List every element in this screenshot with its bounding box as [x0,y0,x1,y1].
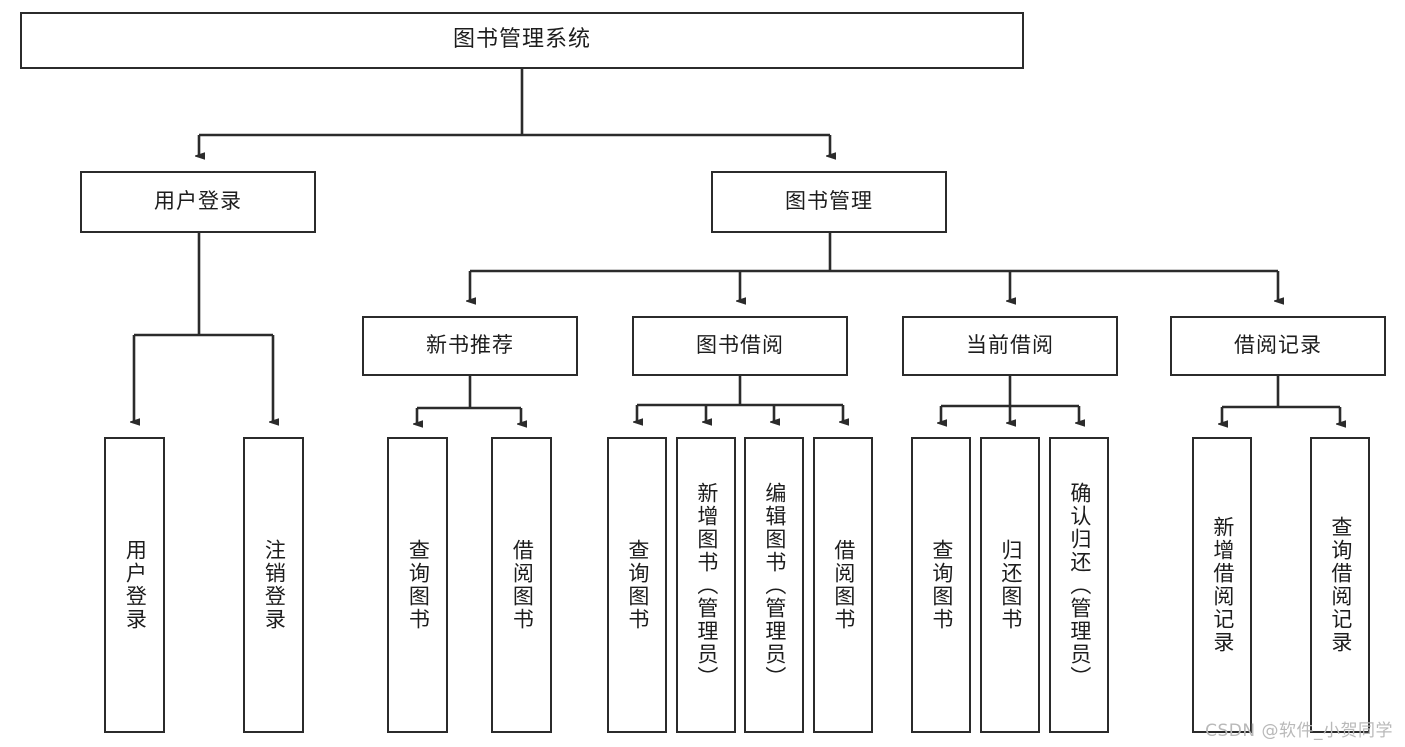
node-label: 查询图书 [625,539,650,631]
leaf-new-book-borrow[interactable]: 借阅图书 [491,437,552,733]
node-label: 当前借阅 [966,333,1054,358]
leaf-inner: 归还图书 [982,439,1038,731]
node-label: 注销登录 [262,539,287,631]
leaf-inner: 编辑图书（管理员） [746,439,802,731]
node-label: 归还图书 [998,539,1023,631]
node-book-management[interactable]: 图书管理 [711,171,947,233]
leaf-borrow-query-book[interactable]: 查询图书 [607,437,667,733]
leaf-user-login-login[interactable]: 用户登录 [104,437,165,733]
leaf-record-add-record[interactable]: 新增借阅记录 [1192,437,1252,733]
leaf-current-query-book[interactable]: 查询图书 [911,437,971,733]
leaf-borrow-borrow-book[interactable]: 借阅图书 [813,437,873,733]
node-label: 查询图书 [929,539,954,631]
leaf-inner: 注销登录 [245,439,302,731]
watermark-text: CSDN @软件_小贺同学 [1205,721,1393,741]
leaf-inner: 查询图书 [913,439,969,731]
node-label: 借阅图书 [831,539,856,631]
leaf-current-confirm-return[interactable]: 确认归还（管理员） [1049,437,1109,733]
node-label: 用户登录 [123,539,148,631]
leaf-inner: 借阅图书 [815,439,871,731]
leaf-new-book-query[interactable]: 查询图书 [387,437,448,733]
node-borrow-record[interactable]: 借阅记录 [1170,316,1386,376]
leaf-record-query-record[interactable]: 查询借阅记录 [1310,437,1370,733]
leaf-inner: 新增借阅记录 [1194,439,1250,731]
leaf-inner: 查询图书 [609,439,665,731]
node-root-system[interactable]: 图书管理系统 [20,12,1024,69]
node-user-login[interactable]: 用户登录 [80,171,316,233]
node-label: 查询借阅记录 [1328,516,1353,654]
node-label: 图书管理系统 [452,27,591,53]
node-label: 借阅图书 [510,539,535,631]
leaf-inner: 确认归还（管理员） [1051,439,1107,731]
leaf-inner: 查询借阅记录 [1312,439,1368,731]
node-label: 新增借阅记录 [1210,516,1235,654]
leaf-borrow-add-book[interactable]: 新增图书（管理员） [676,437,736,733]
leaf-inner: 新增图书（管理员） [678,439,734,731]
leaf-inner: 查询图书 [389,439,446,731]
leaf-inner: 借阅图书 [493,439,550,731]
leaf-user-login-logout[interactable]: 注销登录 [243,437,304,733]
node-label: 借阅记录 [1234,333,1322,358]
node-label: 新增图书（管理员） [694,481,719,689]
node-book-borrow[interactable]: 图书借阅 [632,316,848,376]
node-label: 图书管理 [785,189,873,214]
node-new-book-recommend[interactable]: 新书推荐 [362,316,578,376]
leaf-current-return-book[interactable]: 归还图书 [980,437,1040,733]
node-label: 编辑图书（管理员） [762,481,787,689]
leaf-borrow-edit-book[interactable]: 编辑图书（管理员） [744,437,804,733]
leaf-inner: 用户登录 [106,439,163,731]
node-label: 用户登录 [154,189,242,214]
node-current-borrow[interactable]: 当前借阅 [902,316,1118,376]
node-label: 图书借阅 [696,333,784,358]
node-label: 确认归还（管理员） [1067,481,1092,689]
node-label: 新书推荐 [426,333,514,358]
node-label: 查询图书 [406,539,431,631]
